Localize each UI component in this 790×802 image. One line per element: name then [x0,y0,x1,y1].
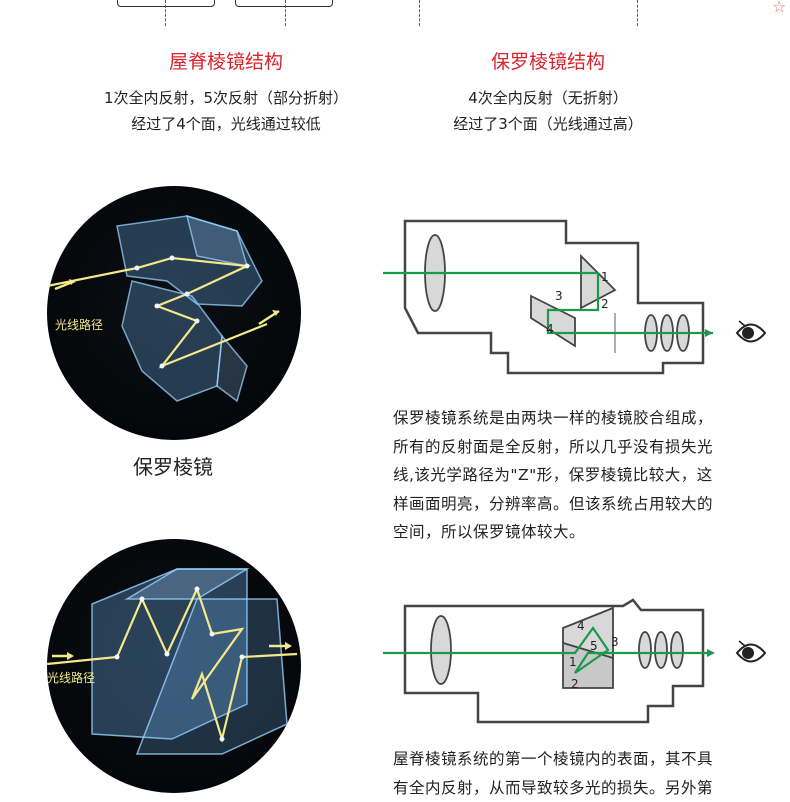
roof-prism-illustration [47,539,301,793]
porro-num-1: 1 [601,270,609,284]
roof-prism-line1: 1次全内反射，5次反射（部分折射） [66,85,386,111]
porro-ray-label: 光线路径 [55,316,103,333]
porro-num-3: 3 [555,289,563,303]
roof-prism-line2: 经过了4个面，光线通过较低 [66,111,386,137]
porro-prism-line2: 经过了3个面（光线通过高） [388,111,708,137]
text-line: 保罗棱镜系统是由两块一样的棱镜胶合组成， [393,404,773,433]
roof-binocular-diagram: 1 2 3 4 5 [383,598,783,728]
porro-prism-title: 保罗棱镜结构 [398,47,698,74]
roof-ray-label: 光线路径 [47,669,95,686]
porro-prism-caption: 保罗棱镜 [133,451,213,480]
text-line: 屋脊棱镜系统的第一个棱镜内的表面，其不具 [393,745,773,774]
porro-description: 保罗棱镜系统是由两块一样的棱镜胶合组成， 所有的反射面是全反射，所以几乎没有损失… [393,404,773,547]
roof-num-5: 5 [590,639,598,653]
text-line: 所有的反射面是全反射，所以几乎没有损失光 [393,433,773,462]
top-dashed-line [637,0,638,26]
porro-binocular-diagram: 1 2 3 4 [383,218,783,383]
eye-icon [737,641,765,662]
top-box-right [235,0,333,7]
text-line: 样画面明亮，分辨率高。但该系统占用较大的 [393,490,773,519]
text-line: 空间，所以保罗镜体较大。 [393,518,773,547]
roof-num-3: 3 [611,635,619,649]
porro-num-2: 2 [601,297,609,311]
roof-num-1: 1 [569,655,577,669]
text-line: 有全内反射，从而导致较多光的损失。另外第 [393,774,773,802]
top-dashed-line [285,0,286,26]
top-dashed-line [419,0,420,26]
porro-prism-photo: 光线路径 [47,186,301,440]
eye-icon [737,321,765,342]
roof-prism-photo: 光线路径 [47,539,301,793]
porro-num-4: 4 [546,322,554,336]
roof-num-4: 4 [577,619,585,633]
roof-description: 屋脊棱镜系统的第一个棱镜内的表面，其不具 有全内反射，从而导致较多光的损失。另外… [393,745,773,802]
top-box-left [117,0,215,7]
porro-prism-line1: 4次全内反射（无折射） [388,85,708,111]
top-dashed-line [165,0,166,26]
porro-prism-illustration [47,186,301,440]
star-outline-icon[interactable]: ☆ [772,0,786,16]
roof-prism-title: 屋脊棱镜结构 [76,47,376,74]
roof-num-2: 2 [571,677,579,691]
text-line: 线,该光学路径为"Z"形，保罗棱镜比较大，这 [393,461,773,490]
